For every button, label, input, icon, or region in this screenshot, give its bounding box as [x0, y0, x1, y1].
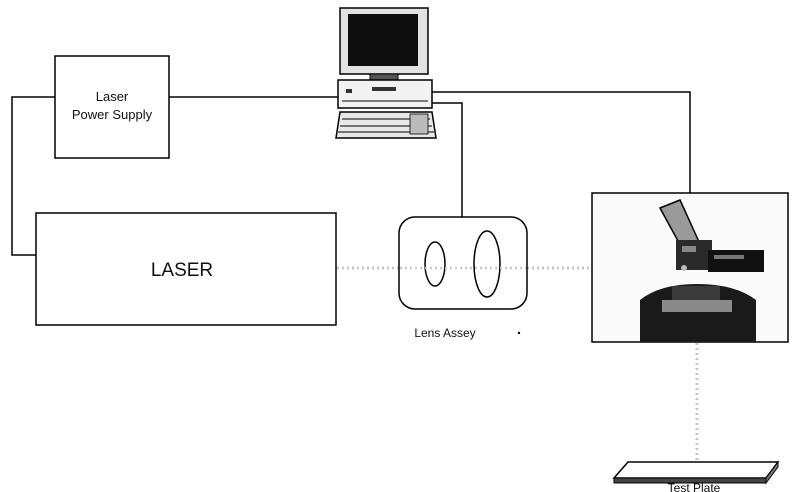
laser: LASER: [36, 213, 336, 325]
photo-head-highlight: [682, 246, 696, 252]
wire-computer-to-lens: [430, 103, 462, 217]
cpu-power-led: [346, 89, 352, 93]
apparatus-photo: [592, 193, 788, 342]
photo-head-block: [676, 240, 712, 270]
photo-base-band: [662, 300, 732, 312]
power-supply-label-line1: Laser: [96, 89, 129, 104]
test-plate-label: Test Plate: [668, 481, 721, 492]
photo-arm-highlight: [714, 255, 744, 259]
floppy-drive: [372, 87, 396, 91]
computer-icon: [336, 8, 436, 138]
test-plate: Test Plate: [614, 462, 778, 492]
photo-side-arm: [708, 250, 764, 272]
laser-power-supply: Laser Power Supply: [55, 56, 169, 158]
lens-assembly: Lens Assey: [399, 217, 527, 340]
lens-assembly-label: Lens Assey: [414, 326, 475, 340]
photo-beam-spot: [681, 265, 687, 271]
photo-base-collar: [672, 286, 720, 300]
lens-assembly-box: [399, 217, 527, 309]
power-supply-label-line2: Power Supply: [72, 107, 153, 122]
cpu-box-icon: [338, 80, 432, 108]
monitor-screen: [348, 14, 418, 66]
laser-label: LASER: [151, 260, 213, 281]
keyboard-keypad: [410, 114, 428, 134]
wire-computer-to-photo: [432, 92, 690, 193]
test-plate-top: [614, 462, 778, 478]
stray-dot: [518, 332, 520, 334]
monitor-neck: [370, 74, 398, 80]
